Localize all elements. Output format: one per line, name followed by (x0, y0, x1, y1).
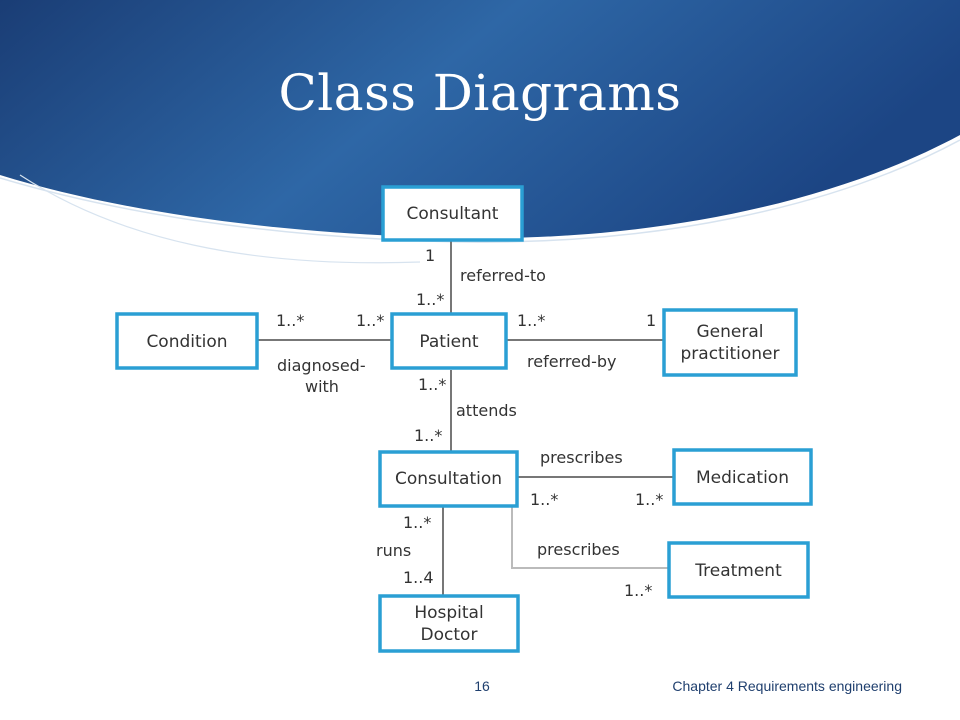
class-treatment-name: Treatment (694, 561, 782, 581)
association-name-diagnosed-with-line2: with (305, 377, 339, 396)
footer-chapter-title: Chapter 4 Requirements engineering (672, 678, 902, 694)
multiplicity-condition-diagnosed-with: 1..* (276, 311, 304, 330)
multiplicity-patient-referred-to: 1..* (416, 290, 444, 309)
class-consultant-name: Consultant (407, 204, 499, 224)
association-name-referred-to: referred-to (460, 266, 546, 285)
class-medication-name: Medication (696, 468, 789, 488)
class-condition: Condition (115, 312, 259, 370)
multiplicity-doctor-runs: 1..4 (403, 568, 434, 587)
slide-title: Class Diagrams (278, 64, 682, 122)
multiplicity-patient-attends: 1..* (418, 375, 446, 394)
multiplicity-consultant-referred-to: 1 (425, 246, 435, 265)
class-patient-name: Patient (419, 332, 479, 352)
multiplicity-consultation-runs: 1..* (403, 513, 431, 532)
class-consultant: Consultant (381, 185, 524, 242)
multiplicity-consultation-attends: 1..* (414, 426, 442, 445)
class-consultation-name: Consultation (395, 469, 502, 489)
class-medication: Medication (672, 448, 813, 506)
class-consultation: Consultation (378, 450, 519, 508)
class-condition-name: Condition (146, 332, 227, 352)
class-general-practitioner: General practitioner (662, 308, 798, 377)
multiplicity-consultation-prescribes-medication: 1..* (530, 490, 558, 509)
association-name-diagnosed-with-line1: diagnosed- (277, 356, 366, 375)
class-doctor-name-line2: Doctor (421, 625, 478, 645)
association-name-attends: attends (456, 401, 517, 420)
slide-header-background (0, 0, 960, 264)
association-name-prescribes-treatment: prescribes (537, 540, 620, 559)
multiplicity-patient-referred-by: 1..* (517, 311, 545, 330)
multiplicity-patient-diagnosed-with: 1..* (356, 311, 384, 330)
multiplicity-treatment-prescribes: 1..* (624, 581, 652, 600)
page-number: 16 (474, 678, 490, 694)
multiplicity-medication-prescribes: 1..* (635, 490, 663, 509)
class-patient: Patient (390, 312, 508, 370)
class-doctor-name-line1: Hospital (414, 603, 483, 623)
association-name-runs: runs (376, 541, 411, 560)
class-gp-name-line2: practitioner (681, 344, 780, 364)
multiplicity-gp-referred-by: 1 (646, 311, 656, 330)
association-name-referred-by: referred-by (527, 352, 616, 371)
class-gp-name-line1: General (697, 322, 764, 342)
class-hospital-doctor: Hospital Doctor (378, 594, 520, 653)
association-line-prescribes-treatment (511, 505, 668, 569)
association-name-prescribes-medication: prescribes (540, 448, 623, 467)
class-treatment: Treatment (667, 541, 810, 599)
